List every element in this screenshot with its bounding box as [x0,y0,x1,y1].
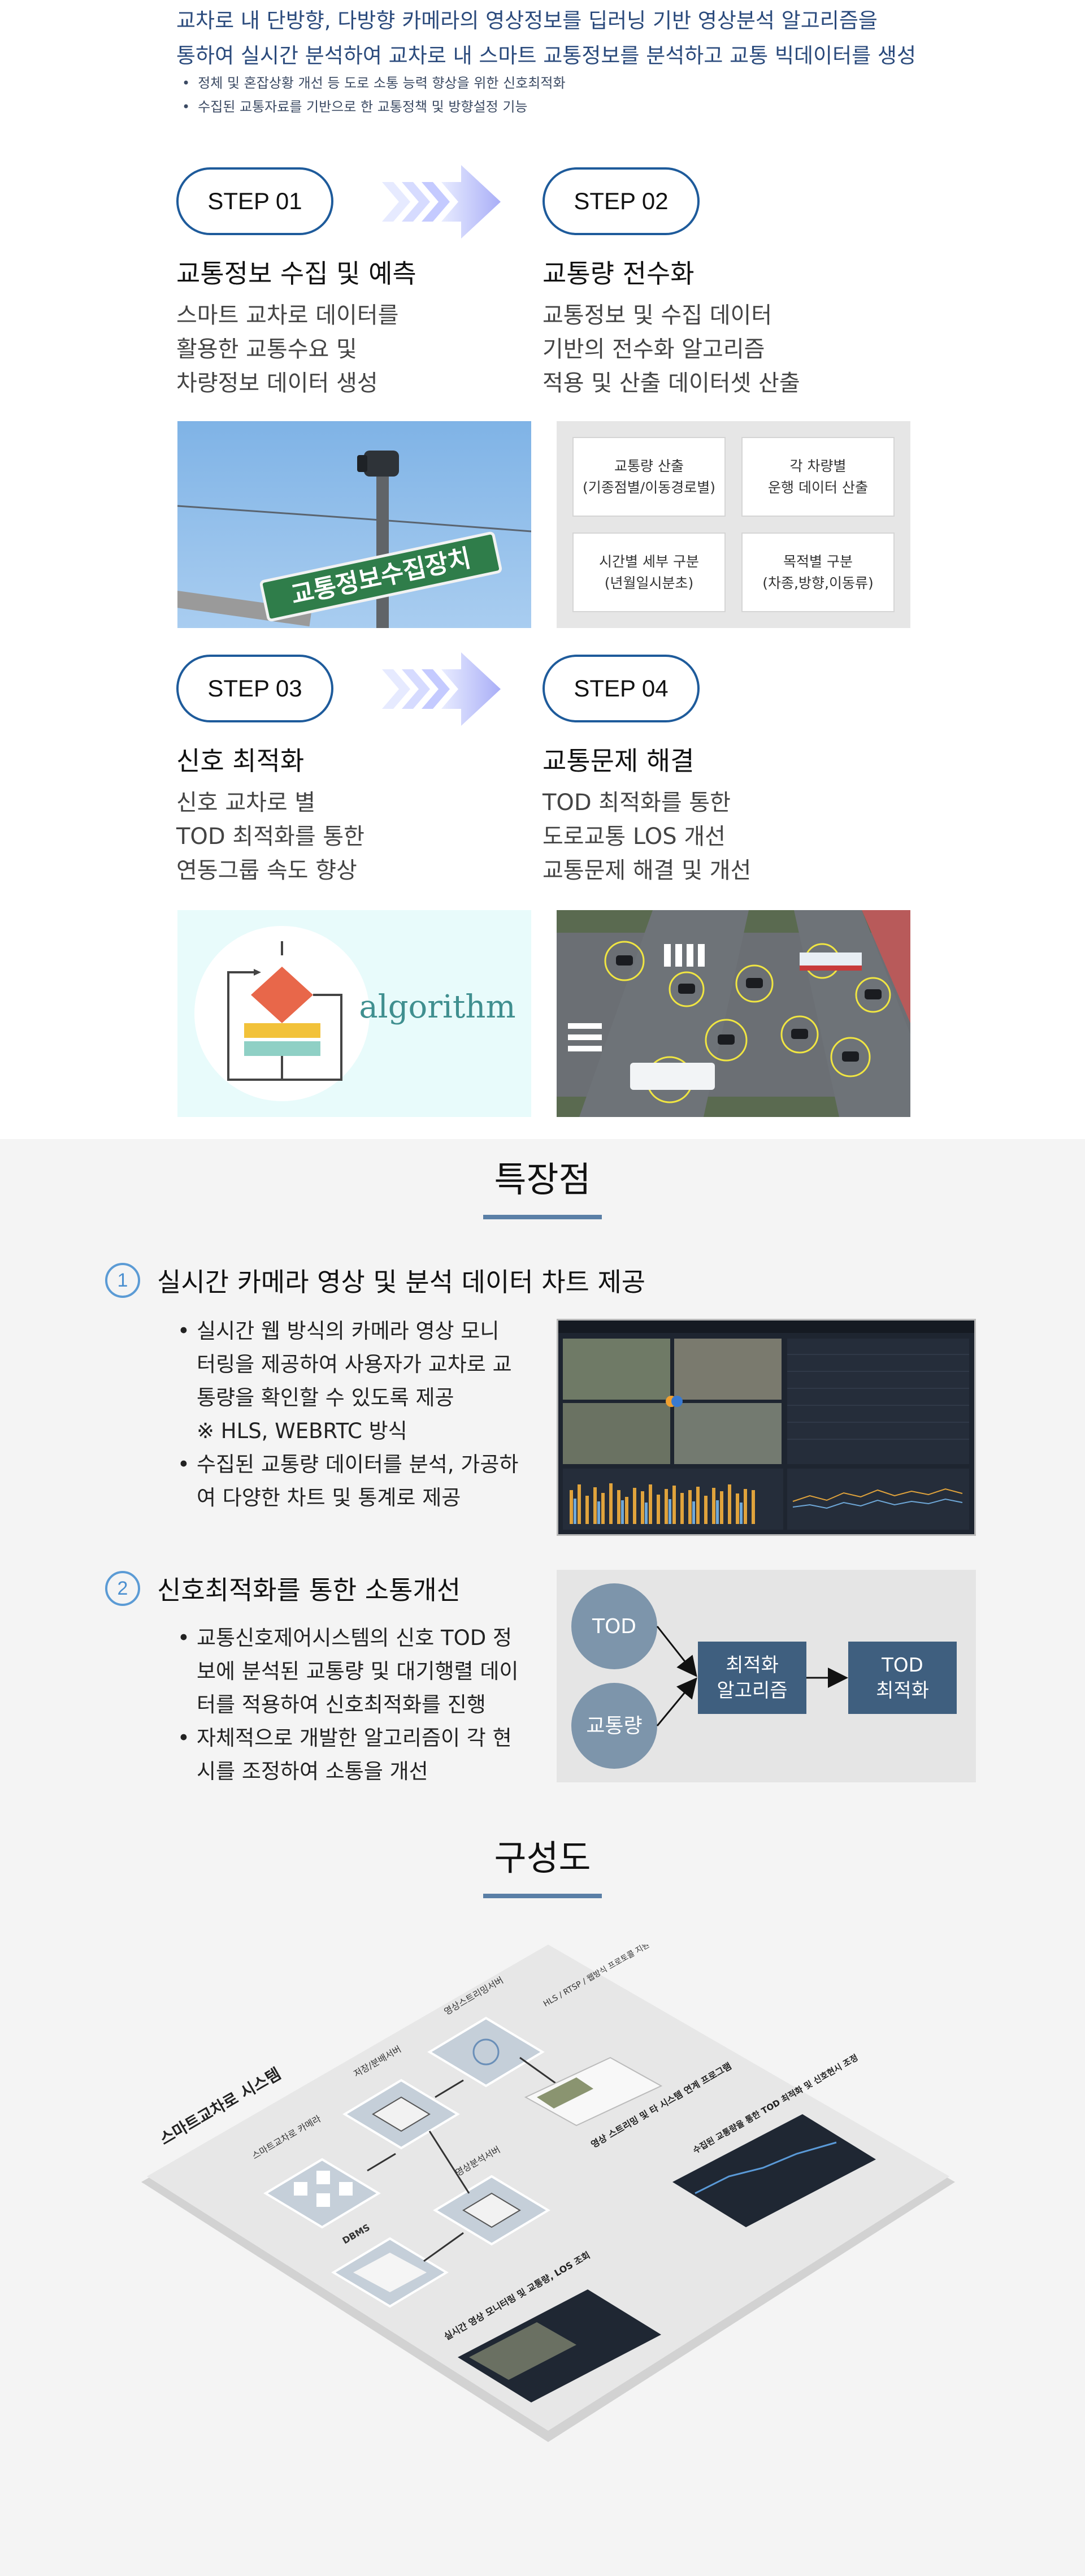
step-desc-line: 교통정보 및 수집 데이터 [542,302,772,328]
tod-result-line: TOD [881,1654,923,1677]
monitoring-dashboard-image [557,1319,976,1536]
step-desc-line: 스마트 교차로 데이터를 [176,302,399,328]
feature-line: 실시간 웹 방식의 카메라 영상 모니 [176,1314,538,1348]
intro-line-1: 교차로 내 단방향, 다방향 카메라의 영상정보를 딥러닝 기반 영상분석 알고… [176,8,878,33]
structure-underline [483,1894,602,1898]
intro-bullets: 정체 및 혼잡상황 개선 등 도로 소통 능력 향상을 위한 신호최적화 수집된… [182,71,860,119]
step-desc-line: 연동그룹 속도 향상 [176,858,357,884]
feature-1-list: 실시간 웹 방식의 카메라 영상 모니 터링을 제공하여 사용자가 교차로 교 … [176,1314,538,1514]
stream-server-icon [427,2016,545,2088]
dataset-cell: 교통량 산출 (기종점별/이동경로별) [572,437,726,517]
camera-cluster-icon [263,2158,381,2229]
structure-title: 구성도 [494,1837,591,1878]
cell-line: 각 차량별 [789,457,847,474]
feature-line: 교통신호제어시스템의 신호 TOD 정 [176,1621,538,1655]
step-title: 교통문제 해결 [542,746,695,776]
step-desc: 신호 교차로 별 TOD 최적화를 통한 연동그룹 속도 향상 [176,786,515,887]
step-desc: TOD 최적화를 통한 도로교통 LOS 개선 교통문제 해결 및 개선 [542,786,882,887]
feature-2-list: 교통신호제어시스템의 신호 TOD 정 보에 분석된 교통량 및 대기행렬 데이… [176,1621,538,1788]
feature-title: 실시간 카메라 영상 및 분석 데이터 차트 제공 [157,1267,646,1297]
step-desc-line: 기반의 전수화 알고리즘 [542,336,765,362]
step-arrow-icon [382,165,501,239]
step-desc: 스마트 교차로 데이터를 활용한 교통수요 및 차량정보 데이터 생성 [176,298,515,400]
intro-bullet: 수집된 교통자료를 기반으로 한 교통정책 및 방향설정 기능 [182,95,860,119]
dataset-cell: 각 차량별 운행 데이터 산출 [741,437,895,517]
feature-line: 보에 분석된 교통량 및 대기행렬 데이 [197,1659,519,1683]
step-04: STEP 04 교통문제 해결 TOD 최적화를 통한 도로교통 LOS 개선 … [542,655,882,887]
stream-screen-image [524,2057,663,2127]
algorithm-word: algorithm [359,989,515,1025]
tod-screen-image [672,2114,876,2227]
step-title: 교통정보 수집 및 예측 [176,258,416,289]
step-desc-line: 교통문제 해결 및 개선 [542,858,752,884]
cell-line: (차종,방향,이동류) [762,574,874,591]
dataset-cell: 목적별 구분 (차종,방향,이동류) [741,532,895,612]
algorithm-box-line: 알고리즘 [717,1679,787,1702]
step-desc: 교통정보 및 수집 데이터 기반의 전수화 알고리즘 적용 및 산출 데이터셋 … [542,298,882,400]
step-desc-line: 도로교통 LOS 개선 [542,824,726,850]
feature-line: 터링을 제공하여 사용자가 교차로 교 [197,1352,512,1376]
feature-line: 자체적으로 개발한 알고리즘이 각 현 [176,1721,538,1755]
features-underline [483,1215,602,1219]
step-pill: STEP 01 [176,167,333,235]
step-01: STEP 01 교통정보 수집 및 예측 스마트 교차로 데이터를 활용한 교통… [176,167,515,400]
feature-title: 신호최적화를 통한 소통개선 [157,1575,461,1605]
dbms-icon [331,2237,449,2308]
feature-line: 수집된 교통량 데이터를 분석, 가공하 [176,1448,538,1481]
traffic-camera-image: 교통정보수집장치 [177,421,531,628]
analysis-screen-image [458,2289,661,2402]
intro-line-2: 통하여 실시간 분석하여 교차로 내 스마트 교통정보를 분석하고 교통 빅데이… [176,44,917,68]
feature-line: 시를 조정하여 소통을 개선 [197,1759,428,1783]
traffic-node-label: 교통량 [586,1715,642,1738]
feature-line: 여 다양한 차트 및 통계로 제공 [197,1486,461,1510]
process-section: 교차로 내 단방향, 다방향 카메라의 영상정보를 딥러닝 기반 영상분석 알고… [0,0,1085,1139]
intro-text: 교차로 내 단방향, 다방향 카메라의 영상정보를 딥러닝 기반 영상분석 알고… [176,3,922,73]
step-arrow-icon [382,652,501,726]
tod-result-box [848,1642,957,1714]
tod-node-label: TOD [592,1615,636,1638]
cell-line: 교통량 산출 [614,457,684,474]
feature-number-icon: 1 [105,1263,140,1298]
feature-2-header: 2 신호최적화를 통한 소통개선 [105,1570,461,1607]
intersection-image [557,910,910,1117]
step-title: 교통량 전수화 [542,258,695,289]
feature-line: 통량을 확인할 수 있도록 제공 [197,1386,454,1410]
tod-node [571,1583,657,1669]
step-title: 신호 최적화 [176,746,305,776]
dataset-grid: 교통량 산출 (기종점별/이동경로별) 각 차량별 운행 데이터 산출 시간별 … [557,421,910,628]
features-title: 특장점 [494,1159,591,1200]
analysis-server-icon [433,2175,550,2246]
dataset-cell: 시간별 세부 구분 (년월일시분초) [572,532,726,612]
cell-line: (년월일시분초) [604,574,694,591]
step-desc-line: 활용한 교통수요 및 [176,336,357,362]
feature-line: ※ HLS, WEBRTC 방식 [197,1419,407,1443]
cell-line: 목적별 구분 [783,553,853,570]
step-02: STEP 02 교통량 전수화 교통정보 및 수집 데이터 기반의 전수화 알고… [542,167,882,400]
algorithm-box [698,1642,806,1714]
step-03: STEP 03 신호 최적화 신호 교차로 별 TOD 최적화를 통한 연동그룹… [176,655,515,887]
tod-result-line: 최적화 [876,1679,929,1702]
step-desc-line: 신호 교차로 별 [176,790,316,816]
step-pill: STEP 03 [176,655,333,722]
algorithm-image: algorithm [177,910,531,1117]
feature-number-icon: 2 [105,1571,140,1606]
traffic-node [571,1683,657,1769]
feature-line: 터를 적용하여 신호최적화를 진행 [197,1692,486,1717]
step-desc-line: 적용 및 산출 데이터셋 산출 [542,370,800,396]
step-desc-line: TOD 최적화를 통한 [176,824,364,850]
step-desc-line: 차량정보 데이터 생성 [176,370,378,396]
step-pill: STEP 04 [542,655,700,722]
cell-line: (기종점별/이동경로별) [583,479,715,496]
cell-line: 시간별 세부 구분 [599,553,699,570]
intro-bullet: 정체 및 혼잡상황 개선 등 도로 소통 능력 향상을 위한 신호최적화 [182,71,860,95]
optimization-flow-diagram: TOD 교통량 최적화 알고리즘 TOD 최적화 [557,1570,976,1782]
feature-1-header: 1 실시간 카메라 영상 및 분석 데이터 차트 제공 [105,1262,645,1299]
system-architecture-diagram: 스마트교차로 시스템 스마트교차로 카메라 저장/분배서버 영상스트리밍서버 H… [130,1941,966,2453]
step-desc-line: TOD 최적화를 통한 [542,790,731,816]
algorithm-box-line: 최적화 [726,1654,779,1677]
step-pill: STEP 02 [542,167,700,235]
cell-line: 운행 데이터 산출 [768,479,868,496]
